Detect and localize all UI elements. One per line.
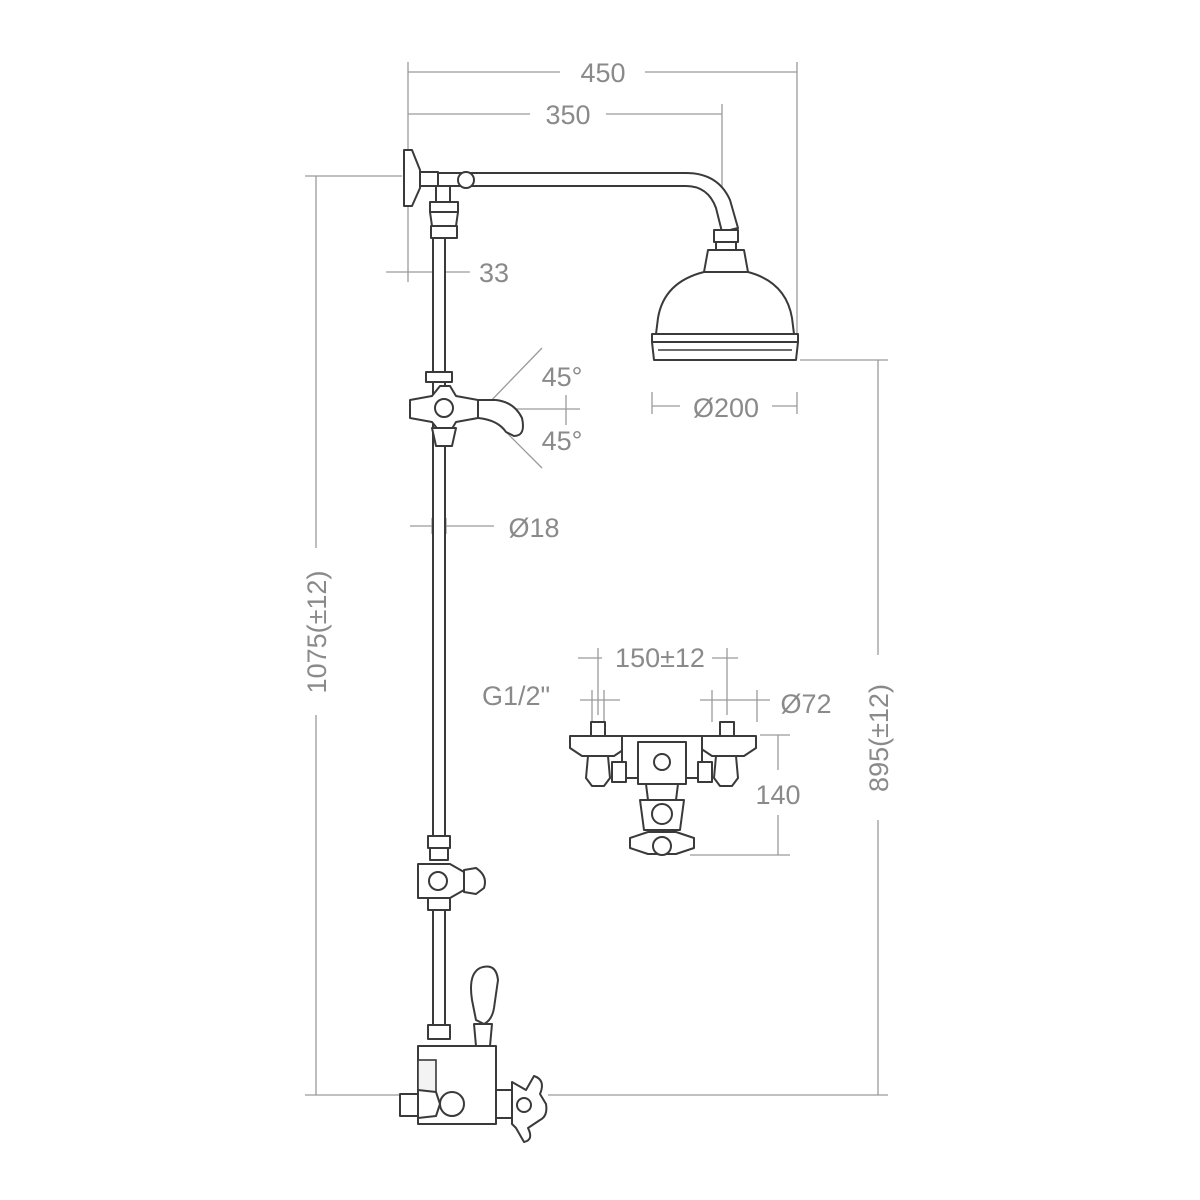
dim-overall-height: 1075(±12) (302, 571, 332, 694)
shower-arm (403, 149, 739, 239)
dim-flange-diameter: Ø72 (780, 689, 831, 719)
dim-arm-length: 350 (545, 100, 590, 130)
dim-overall-width: 450 (580, 58, 625, 88)
dim-valve-projection: 140 (755, 780, 800, 810)
bar-valve-assembly (399, 965, 548, 1143)
rail-diverter (417, 835, 486, 911)
dim-head-diameter: Ø200 (693, 393, 759, 423)
dim-valve-height: 895(±12) (864, 684, 894, 792)
dim-inlet-thread: G1/2" (482, 681, 550, 711)
dim-rail-diameter: Ø18 (508, 513, 559, 543)
shower-head (651, 229, 799, 361)
dim-wall-offset: 33 (479, 258, 509, 288)
dimension-lines (305, 62, 888, 1096)
dim-inlet-centres: 150±12 (615, 643, 705, 673)
wall-valve-view (569, 721, 757, 856)
dim-angle-up: 45° (542, 362, 583, 392)
dim-angle-down: 45° (542, 426, 583, 456)
handset-holder (409, 371, 524, 447)
dimension-labels: 450 350 33 45° 45° Ø200 Ø18 1075(±12) 89… (302, 58, 894, 810)
